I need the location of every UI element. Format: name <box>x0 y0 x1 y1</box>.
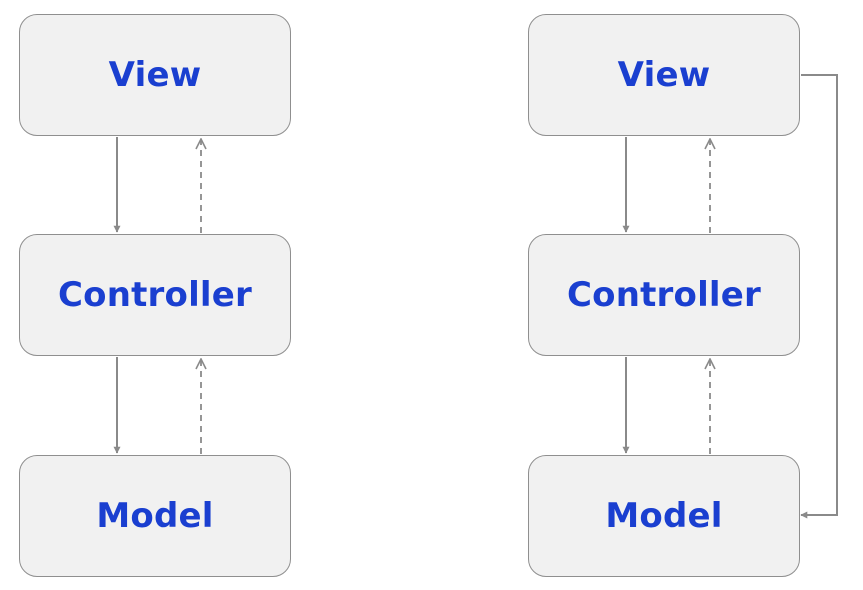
right-view-to-model-bypass-arrow <box>800 74 838 519</box>
left-controller-label: Controller <box>57 275 253 315</box>
left-view-label: View <box>108 55 202 95</box>
left-model-label: Model <box>96 496 214 536</box>
right-model-label: Model <box>605 496 723 536</box>
right-view-box: View <box>528 14 800 136</box>
left-model-box: Model <box>19 455 291 577</box>
left-controller-box: Controller <box>19 234 291 356</box>
right-view-label: View <box>617 55 711 95</box>
left-diagram-connectors <box>113 137 201 454</box>
right-model-box: Model <box>528 455 800 577</box>
left-view-box: View <box>19 14 291 136</box>
right-diagram-connectors <box>622 74 838 519</box>
right-controller-label: Controller <box>566 275 762 315</box>
right-controller-box: Controller <box>528 234 800 356</box>
